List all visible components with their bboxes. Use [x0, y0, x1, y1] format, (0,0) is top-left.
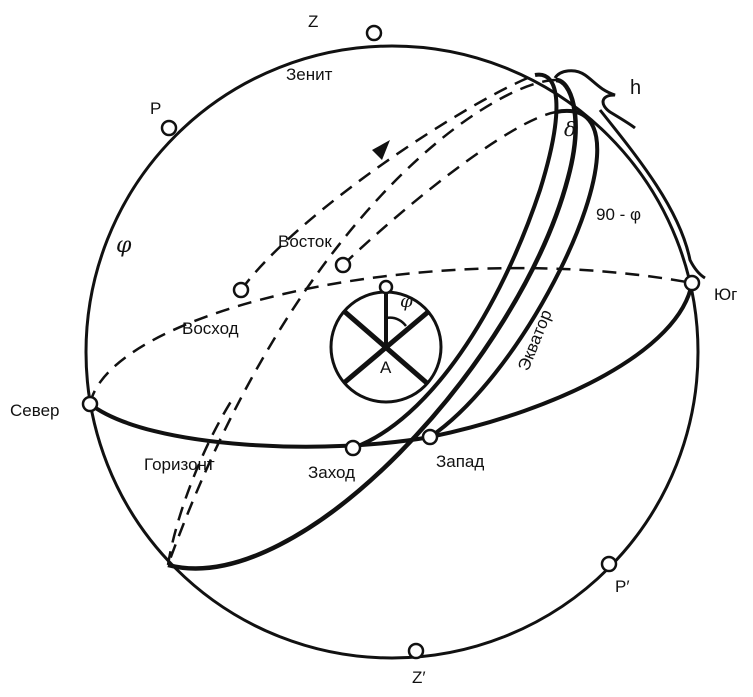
equator-back-arc: [166, 78, 557, 566]
south-point: [683, 274, 701, 292]
diurnal-circle-back-arc: [239, 73, 536, 291]
h-label: h: [630, 77, 641, 99]
disc-top-point: [378, 279, 394, 295]
nadir-letter-label: Z′: [412, 668, 426, 687]
east-label: Восток: [278, 232, 332, 251]
nadir-point: [407, 642, 425, 660]
ninety-minus-phi-label: 90 - φ: [596, 205, 641, 224]
sunset-point: [344, 439, 362, 457]
horizon-back-arc: [88, 266, 693, 405]
sunset-label: Заход: [308, 463, 355, 482]
equator-return-arc: [166, 394, 237, 566]
east-point: [334, 256, 352, 274]
horizon-label: Горизонт: [144, 455, 215, 474]
diurnal-circle-front-arc: [352, 72, 559, 450]
declination-circle-back-arc: [342, 110, 557, 266]
delta-label: δ: [564, 117, 576, 141]
zenith-point: [365, 24, 383, 42]
opposite-pole-point: [600, 555, 618, 573]
phi-center-label: φ: [400, 291, 413, 312]
north-point: [81, 395, 99, 413]
sunrise-point: [232, 281, 250, 299]
zenith-word-label: Зенит: [286, 65, 333, 84]
north-label: Север: [10, 401, 59, 420]
center-a-label: A: [380, 358, 392, 377]
pole-letter-label: P: [150, 99, 161, 118]
ninety-minus-phi-bracket: [598, 109, 706, 280]
zenith-letter-label: Z: [308, 12, 318, 31]
celestial-sphere-outline: [84, 44, 700, 660]
phi-left-label: φ: [116, 233, 132, 258]
pole-point: [160, 119, 178, 137]
declination-circle-front-arc: [428, 108, 600, 439]
sunrise-label: Восход: [182, 319, 239, 338]
h-brace: [553, 69, 636, 130]
west-label: Запад: [436, 452, 484, 471]
opposite-pole-label: P′: [615, 577, 630, 596]
equator-front-arc: [167, 77, 578, 571]
motion-arrow-icon: [372, 140, 390, 160]
west-point: [421, 428, 439, 446]
phi-angle-arc: [385, 316, 407, 327]
south-label: Юг: [714, 285, 737, 304]
